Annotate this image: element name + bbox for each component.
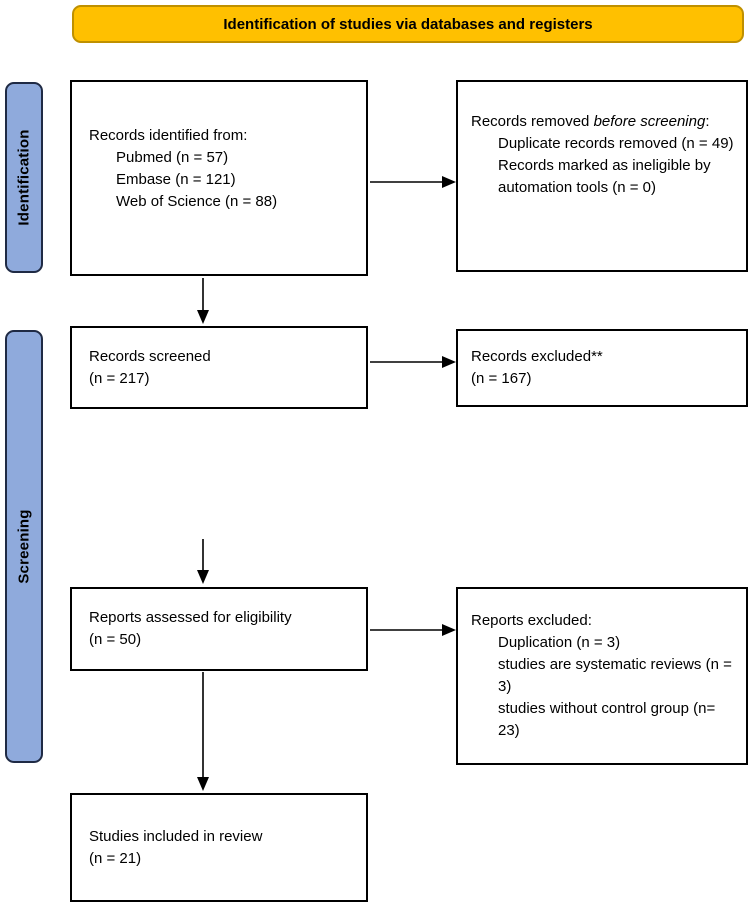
box-studies-included: Studies included in review (n = 21)	[70, 793, 368, 902]
records-excluded-line: Records excluded**	[471, 348, 603, 365]
reports-excluded-item: studies are systematic reviews (n = 3)	[498, 656, 732, 695]
arrow-identified-to-screened	[197, 278, 209, 324]
records-identified-item: Pubmed (n = 57)	[116, 149, 229, 166]
stage-label-screening: Screening	[15, 509, 33, 584]
box-records-identified: Records identified from: Pubmed (n = 57)…	[70, 80, 368, 276]
diagram-title-banner: Identification of studies via databases …	[72, 5, 744, 43]
records-screened-count: (n = 217)	[89, 369, 150, 387]
stage-label-identification: Identification	[15, 129, 33, 226]
records-removed-item: Records marked as ineligible by automati…	[498, 157, 711, 196]
diagram-title: Identification of studies via databases …	[223, 15, 593, 33]
records-removed-item: Duplicate records removed (n = 49)	[498, 135, 734, 152]
stage-bar-screening: Screening	[5, 330, 43, 763]
box-reports-excluded: Reports excluded: Duplication (n = 3) st…	[456, 587, 748, 765]
records-removed-intro: Records removed before screening:	[471, 113, 710, 130]
stage-bar-identification: Identification	[5, 82, 43, 273]
arrow-screened-to-excluded	[370, 356, 456, 368]
reports-excluded-item: studies without control group (n= 23)	[498, 700, 716, 739]
studies-included-line: Studies included in review	[89, 827, 263, 845]
reports-excluded-intro: Reports excluded:	[471, 612, 592, 629]
records-identified-intro: Records identified from:	[89, 127, 248, 144]
arrow-assessed-to-reports-excluded	[370, 624, 456, 636]
reports-assessed-line: Reports assessed for eligibility	[89, 609, 292, 626]
box-reports-assessed: Reports assessed for eligibility (n = 50…	[70, 587, 368, 671]
box-records-screened: Records screened (n = 217)	[70, 326, 368, 409]
studies-included-count: (n = 21)	[89, 849, 142, 867]
box-records-excluded: Records excluded** (n = 167)	[456, 329, 748, 407]
arrow-screened-to-assessed	[197, 539, 209, 584]
records-identified-item: Embase (n = 121)	[116, 171, 236, 188]
records-identified-item: Web of Science (n = 88)	[116, 193, 278, 210]
arrow-identified-to-removed	[370, 176, 456, 188]
records-excluded-count: (n = 167)	[471, 370, 532, 387]
box-records-removed: Records removed before screening: Duplic…	[456, 80, 748, 272]
records-screened-line: Records screened	[89, 347, 211, 365]
arrow-assessed-to-included	[197, 672, 209, 791]
reports-assessed-count: (n = 50)	[89, 631, 142, 648]
reports-excluded-item: Duplication (n = 3)	[498, 634, 621, 651]
records-removed-intro-italic: before screening	[593, 113, 706, 130]
